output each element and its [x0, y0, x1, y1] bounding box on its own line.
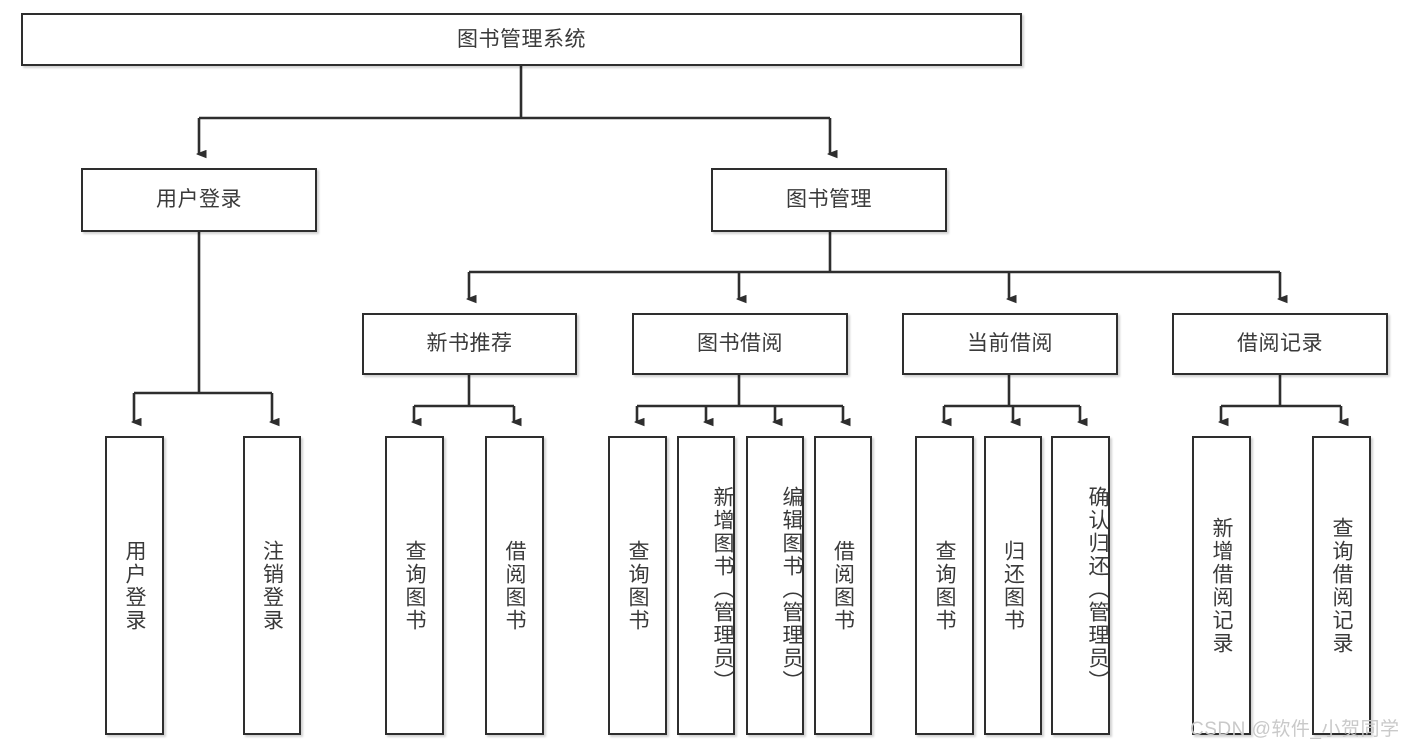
node-new-book-recommend[interactable]: 新书推荐: [362, 313, 577, 375]
edge-group-current: [944, 375, 1080, 422]
leaf-node-label: 用户登录: [123, 539, 146, 632]
node-book-management[interactable]: 图书管理: [711, 168, 947, 232]
node-user-login-label: 用户登录: [156, 188, 242, 212]
leaf-node[interactable]: 借阅图书: [485, 436, 544, 735]
leaf-node[interactable]: 查询图书: [915, 436, 974, 735]
leaf-node[interactable]: 新增借阅记录: [1192, 436, 1251, 735]
node-book-borrow-label: 图书借阅: [697, 332, 783, 356]
leaf-node[interactable]: 确认归还（管理员）: [1051, 436, 1110, 735]
node-borrow-record-label: 借阅记录: [1237, 332, 1323, 356]
node-new-book-recommend-label: 新书推荐: [426, 332, 513, 356]
leaf-node-label: 借阅图书: [503, 539, 526, 632]
leaf-node-label: 新增借阅记录: [1210, 516, 1233, 655]
leaf-node-label: 注销登录: [260, 539, 284, 632]
leaf-node[interactable]: 编辑图书（管理员）: [746, 436, 804, 735]
edge-group-user-login: [134, 232, 272, 422]
node-root[interactable]: 图书管理系统: [21, 13, 1022, 66]
edge-group-borrow: [637, 375, 843, 422]
node-current-borrow-label: 当前借阅: [967, 332, 1053, 356]
leaf-node-label: 借阅图书: [831, 539, 855, 632]
edge-group-record: [1221, 375, 1341, 422]
leaf-node-label: 确认归还（管理员）: [1086, 486, 1109, 693]
node-borrow-record[interactable]: 借阅记录: [1172, 313, 1388, 375]
leaf-node[interactable]: 查询图书: [385, 436, 444, 735]
node-book-borrow[interactable]: 图书借阅: [632, 313, 848, 375]
leaf-node-label: 新增图书（管理员）: [711, 486, 734, 693]
node-current-borrow[interactable]: 当前借阅: [902, 313, 1118, 375]
leaf-node-label: 查询图书: [933, 539, 956, 632]
leaf-node[interactable]: 查询图书: [608, 436, 667, 735]
leaf-node[interactable]: 归还图书: [984, 436, 1042, 735]
leaf-node[interactable]: 查询借阅记录: [1312, 436, 1371, 735]
leaf-node[interactable]: 借阅图书: [814, 436, 872, 735]
edge-group-root: [199, 66, 830, 154]
leaf-node-label: 查询借阅记录: [1330, 516, 1353, 655]
csdn-watermark: CSDN @软件_小贺同学: [1190, 719, 1400, 740]
edge-group-book-manage: [469, 232, 1280, 299]
node-root-label: 图书管理系统: [457, 27, 586, 51]
edge-group-new-book: [414, 375, 514, 422]
leaf-node-label: 编辑图书（管理员）: [780, 486, 803, 693]
node-book-management-label: 图书管理: [786, 188, 872, 212]
leaf-node[interactable]: 注销登录: [243, 436, 301, 735]
leaf-node-label: 查询图书: [626, 539, 649, 632]
node-user-login[interactable]: 用户登录: [81, 168, 317, 232]
leaf-node-label: 查询图书: [403, 539, 426, 632]
leaf-node-label: 归还图书: [1001, 539, 1025, 632]
leaf-node[interactable]: 新增图书（管理员）: [677, 436, 735, 735]
leaf-node[interactable]: 用户登录: [105, 436, 164, 735]
